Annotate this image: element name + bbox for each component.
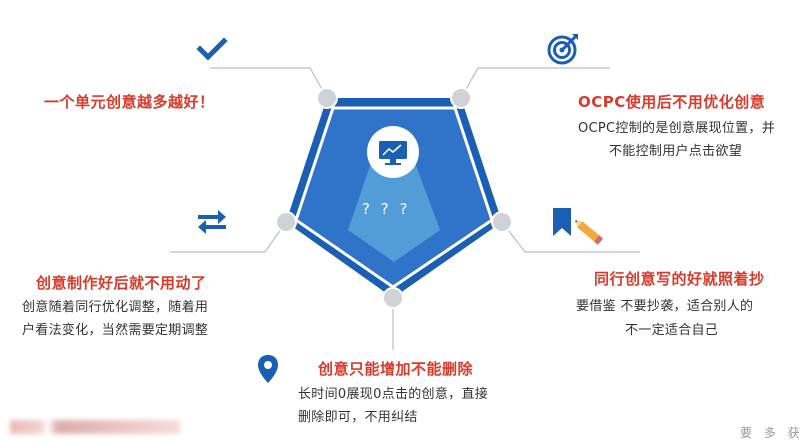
item-title-mid-left: 创意制作好后就不用动了 <box>36 274 207 292</box>
item-title-mid-right: 同行创意写的好就照着抄 <box>594 270 765 288</box>
item-desc-mid-left-line1: 创意随着同行优化调整，随着用 <box>22 300 209 315</box>
item-desc-top-right-line1: OCPC控制的是创意展现位置，并 <box>578 121 776 136</box>
monitor-chart-icon <box>367 126 419 178</box>
vertex-dot-top-right <box>450 87 472 109</box>
vertex-dot-top-left <box>316 87 338 109</box>
connector-top-left <box>210 67 328 99</box>
item-desc-bottom-line1: 长时间0展现0点击的创意，直接 <box>298 387 489 402</box>
item-title-bottom: 创意只能增加不能删除 <box>318 360 474 378</box>
checkmark-icon <box>196 37 228 61</box>
connector-mid-right <box>501 221 640 253</box>
watermark-right: 要 多 获 得 <box>740 426 810 440</box>
item-desc-mid-left-line2: 户看法变化，当然需要定期调整 <box>22 323 209 338</box>
bookmark-pencil-icon <box>553 208 604 245</box>
location-pin-icon <box>258 355 278 383</box>
target-icon <box>547 34 578 65</box>
connector-top-right <box>460 67 610 99</box>
item-desc-mid-right-line1: 要借鉴 不要抄袭，适合别人的 <box>576 299 754 314</box>
item-desc-bottom-line2: 删除即可，不用纠结 <box>298 410 418 425</box>
center-question-marks: ? ? ? <box>362 200 411 218</box>
swap-arrows-icon <box>198 210 226 234</box>
item-desc-mid-right-line2: 不一定适合自己 <box>625 323 719 338</box>
vertex-dot-bottom <box>382 287 404 309</box>
item-title-top-right: OCPC使用后不用优化创意 <box>578 93 766 111</box>
item-title-top-left: 一个单元创意越多越好！ <box>44 93 215 111</box>
vertex-dot-mid-left <box>275 211 297 233</box>
watermark-blurred-left <box>10 420 180 434</box>
vertex-dot-mid-right <box>491 211 513 233</box>
item-desc-top-right-line2: 不能控制用户点击欲望 <box>609 144 743 159</box>
center-highlight <box>348 160 440 262</box>
connector-mid-left <box>170 221 287 253</box>
